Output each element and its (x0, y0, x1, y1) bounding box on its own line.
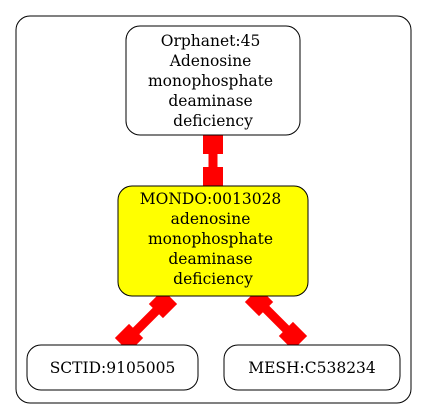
node-mondo-line: deficiency (173, 270, 253, 288)
node-orphanet-line: Orphanet:45 (161, 32, 261, 50)
node-mesh-box (223, 344, 401, 391)
node-mesh-line: MESH:C538234 (248, 359, 376, 377)
svg-text:SCTID:9105005: SCTID:9105005 (50, 359, 176, 377)
node-orphanet-line: monophosphate (148, 72, 273, 90)
edge-mondo-mesh (244, 287, 308, 351)
node-sctid[interactable]: SCTID:9105005 (26, 344, 199, 391)
svg-text:Orphanet:45 Adenosine: Orphanet:45 Adenosine monophosphate deam… (148, 32, 278, 130)
node-orphanet-line: deficiency (173, 112, 253, 130)
node-mondo-line: MONDO:0013028 (140, 190, 282, 208)
node-mondo[interactable]: MONDO:0013028 adenosine monophosphate de… (117, 185, 309, 297)
node-mondo-line: adenosine (171, 210, 251, 228)
edge-orphanet-mondo (203, 132, 223, 189)
cluster-boundary (15, 15, 412, 404)
node-sctid-box (26, 344, 199, 391)
edges-layer (114, 132, 308, 353)
node-sctid-line: SCTID:9105005 (50, 359, 176, 377)
node-mondo-line: monophosphate (148, 230, 273, 248)
node-mesh[interactable]: MESH:C538234 (223, 344, 401, 391)
node-mondo-box (117, 185, 309, 297)
svg-text:MESH:C538234: MESH:C538234 (248, 359, 376, 377)
node-orphanet-line: deaminase (168, 92, 252, 110)
edge-mondo-sctid (114, 289, 178, 353)
node-orphanet-box (125, 25, 301, 136)
node-mondo-line: deaminase (168, 250, 252, 268)
node-orphanet[interactable]: Orphanet:45 Adenosine monophosphate deam… (125, 25, 301, 136)
svg-text:MONDO:0013028 adenosine: MONDO:0013028 adenosine monophosphate de… (140, 190, 286, 288)
node-orphanet-line: Adenosine (169, 52, 252, 70)
